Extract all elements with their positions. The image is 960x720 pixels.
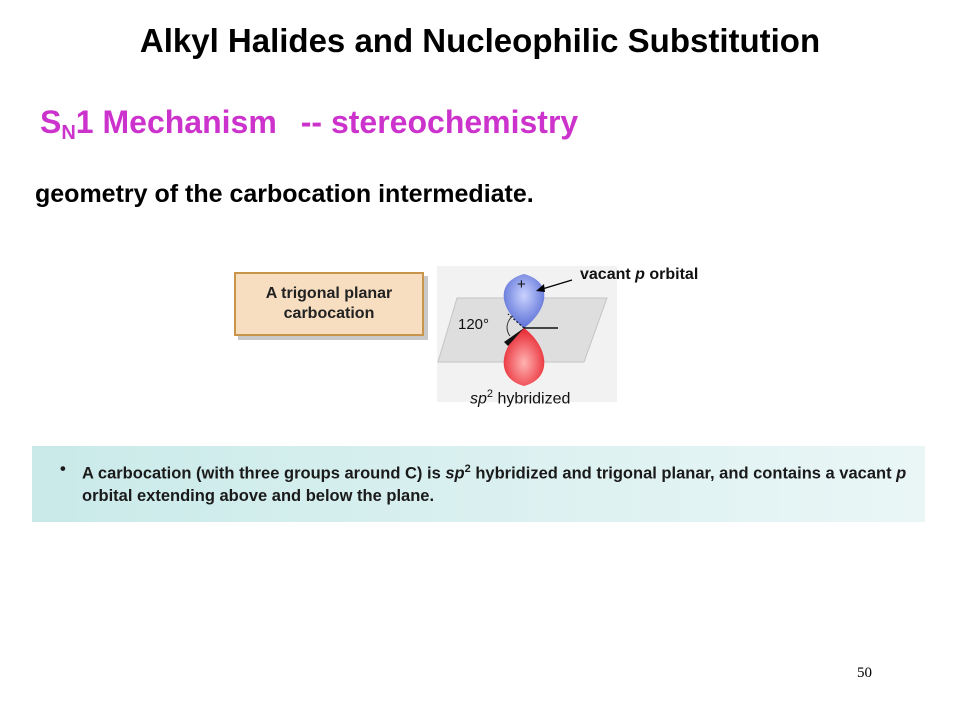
pointer-arrow-head bbox=[536, 284, 545, 292]
bond-angle-label: 120° bbox=[458, 316, 490, 333]
slide-subtitle: SN1 Mechanism -- stereochemistry bbox=[40, 104, 578, 145]
subtitle-mechanism: 1 Mechanism bbox=[75, 104, 277, 140]
subtitle-n-subscript: N bbox=[61, 122, 76, 144]
upper-orbital-lobe bbox=[503, 274, 545, 328]
summary-box: • A carbocation (with three groups aroun… bbox=[32, 446, 925, 522]
bullet-dot: • bbox=[60, 460, 66, 478]
summary-bullet: • A carbocation (with three groups aroun… bbox=[60, 458, 910, 507]
page-number: 50 bbox=[857, 665, 872, 681]
subtitle-s: S bbox=[40, 104, 62, 140]
bullet-text: A carbocation (with three groups around … bbox=[82, 463, 907, 505]
subtitle-stereochemistry: -- stereochemistry bbox=[300, 104, 579, 140]
angle-arc bbox=[506, 315, 514, 337]
vacant-p-orbital-label: vacant p orbital bbox=[580, 266, 699, 283]
orbital-diagram bbox=[437, 266, 617, 402]
label-line-2: carbocation bbox=[283, 305, 375, 322]
wedge-bond bbox=[504, 328, 524, 346]
hashed-bond bbox=[507, 313, 525, 329]
lower-orbital-lobe bbox=[503, 328, 545, 386]
carbocation-figure: A trigonal planar carbocation + vacant p… bbox=[232, 262, 732, 412]
label-line-1: A trigonal planar bbox=[265, 285, 393, 302]
hybridization-label: sp2 hybridized bbox=[470, 388, 571, 408]
slide-title: Alkyl Halides and Nucleophilic Substitut… bbox=[139, 22, 821, 59]
trigonal-planar-label: A trigonal planar carbocation bbox=[234, 272, 424, 336]
intro-text: geometry of the carbocation intermediate… bbox=[35, 180, 534, 208]
plus-charge: + bbox=[517, 276, 526, 293]
